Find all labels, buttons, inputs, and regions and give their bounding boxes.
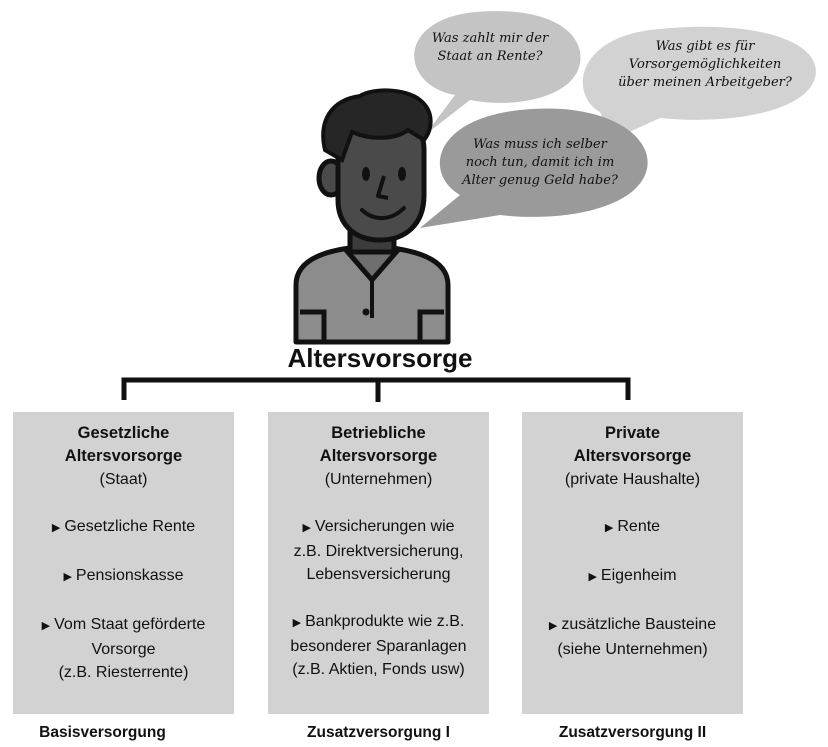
triangle-bullet-icon: ▶	[548, 620, 558, 632]
speech-bubble-icon	[582, 26, 816, 140]
column-subtitle: (private Haushalte)	[564, 471, 701, 488]
list-item: ▶Gesetzliche Rente	[13, 515, 234, 540]
list-item: ▶Bankprodukte wie z.B. besonderer Sparan…	[290, 613, 467, 678]
footer-basisversorgung: Basisversorgung	[39, 724, 166, 741]
diagram-title: Altersvorsorge	[287, 343, 473, 373]
triangle-bullet-icon: ▶	[41, 620, 51, 632]
speech-bubble-icon	[420, 108, 648, 228]
triangle-bullet-icon: ▶	[588, 571, 597, 583]
triangle-bullet-icon: ▶	[604, 522, 614, 534]
column-subtitle: (Unternehmen)	[324, 471, 433, 488]
speech-bubble-icon	[414, 11, 581, 135]
list-item: ▶zusätzliche Bausteine (siehe Unternehme…	[548, 616, 717, 658]
triangle-bullet-icon: ▶	[63, 571, 72, 583]
list-item: ▶Pensionskasse	[13, 564, 234, 589]
person-illustration-icon	[293, 88, 451, 345]
footer-zusatzversorgung-2: Zusatzversorgung II	[558, 724, 707, 741]
list-item: ▶Eigenheim	[522, 564, 743, 589]
triangle-bullet-icon: ▶	[302, 522, 311, 534]
list-item: ▶Rente	[522, 515, 743, 540]
bracket-connector	[121, 377, 631, 402]
column-subtitle: (Staat)	[99, 471, 148, 488]
footer-zusatzversorgung-1: Zusatzversorgung I	[307, 724, 450, 741]
triangle-bullet-icon: ▶	[51, 522, 61, 534]
list-item: ▶Vom Staat geförderte Vorsorge (z.B. Rie…	[41, 616, 206, 681]
triangle-bullet-icon: ▶	[292, 617, 302, 629]
list-item: ▶Versicherungen wie z.B. Direktversicher…	[293, 518, 464, 583]
